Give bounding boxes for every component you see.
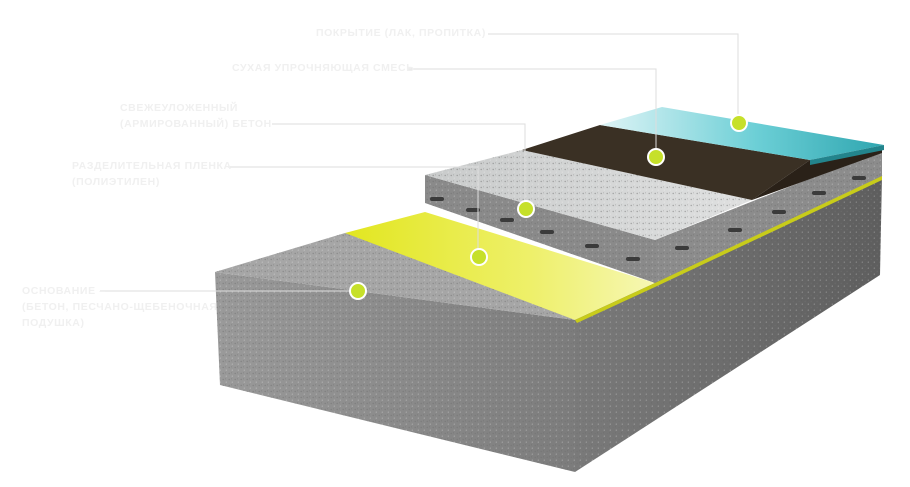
marker-coating xyxy=(730,114,748,132)
hardener-layer-top xyxy=(522,125,810,200)
leader-concrete xyxy=(272,123,526,208)
coating-layer-top xyxy=(600,107,884,160)
rebar-stubs xyxy=(430,176,866,261)
leader-coating xyxy=(488,33,739,122)
concrete-block xyxy=(425,150,882,283)
leader-lines xyxy=(100,33,739,292)
label-base: ОСНОВАНИЕ – (БЕТОН, ПЕСЧАНО-ЩЕБЕНОЧНАЯ П… xyxy=(22,285,218,329)
film-layer xyxy=(345,176,882,323)
label-film: РАЗДЕЛИТЕЛЬНАЯ ПЛЕНКА (ПОЛИЭТИЛЕН) xyxy=(72,160,232,188)
hardener-layer xyxy=(522,125,882,200)
layer-markers xyxy=(349,114,748,300)
leader-film xyxy=(228,166,479,256)
label-hardener: СУХАЯ УПРОЧНЯЮЩАЯ СМЕСЬ xyxy=(232,62,415,74)
marker-concrete xyxy=(517,200,535,218)
film-layer-top xyxy=(345,212,655,320)
label-concrete: СВЕЖЕУЛОЖЕННЫЙ (АРМИРОВАННЫЙ) БЕТОН xyxy=(120,102,272,130)
label-coating: ПОКРЫТИЕ (ЛАК, ПРОПИТКА) xyxy=(316,27,486,39)
marker-hardener xyxy=(647,148,665,166)
marker-base xyxy=(349,282,367,300)
coating-layer xyxy=(600,107,884,165)
leader-hardener xyxy=(407,68,657,156)
marker-film xyxy=(470,248,488,266)
